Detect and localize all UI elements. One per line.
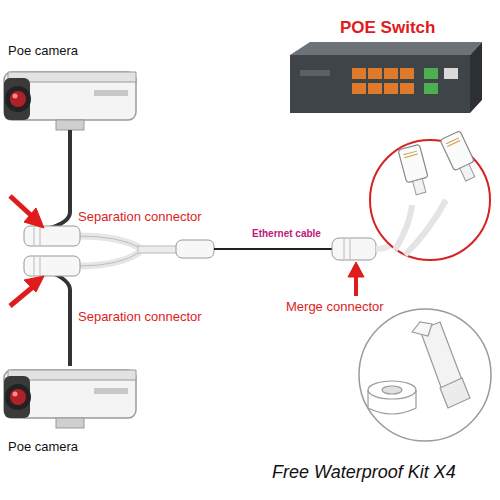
connector-rib	[350, 239, 351, 259]
poe-port	[352, 68, 366, 79]
arrow-shaft	[10, 286, 34, 306]
poe-port	[368, 68, 382, 79]
camera-cable	[68, 290, 72, 366]
switch-front	[290, 55, 470, 113]
device-label: Poe camera	[8, 44, 78, 59]
cable-label: Ethernet cable	[252, 228, 321, 240]
gland-fingers	[412, 322, 432, 336]
arrow-head	[348, 262, 364, 277]
switch-top	[290, 42, 482, 55]
splitter-end	[176, 240, 214, 258]
poe-port	[368, 83, 382, 94]
part-label: Separation connector	[78, 310, 202, 325]
poe-port	[352, 83, 366, 94]
device-label: Poe camera	[8, 440, 78, 455]
switch-ports	[300, 68, 458, 94]
splitter-cable	[138, 246, 180, 253]
seal-hole	[382, 386, 402, 394]
separation-connector	[24, 226, 80, 246]
device-label: POE Switch	[340, 18, 435, 38]
waterproof-kit	[368, 322, 470, 414]
splitter-outline	[78, 236, 140, 266]
rj45-plug-a	[398, 144, 432, 196]
poe-port	[384, 68, 398, 79]
pointer-arrows	[10, 196, 364, 306]
connector-rib	[344, 239, 345, 259]
uplink-port	[424, 68, 438, 79]
switch-logo	[300, 70, 330, 76]
connector-rib	[40, 257, 41, 275]
poe-port	[400, 68, 414, 79]
separation-connector	[24, 256, 80, 276]
splitter-cable	[78, 236, 140, 266]
switch-side	[470, 42, 482, 113]
ethernet-cable	[214, 248, 334, 250]
sfp-port	[444, 68, 458, 79]
arrow-head	[24, 208, 44, 228]
camera-cable	[68, 130, 72, 212]
kit-label: Free Waterproof Kit X4	[272, 462, 456, 483]
poe-port	[384, 83, 398, 94]
plug-cable	[395, 200, 446, 255]
seal-ring	[368, 381, 416, 399]
connector-rib	[40, 227, 41, 245]
merge-connector	[332, 238, 376, 260]
rj45-plug-b	[440, 131, 480, 184]
gland-nut	[440, 378, 470, 408]
part-label: Merge connector	[286, 300, 384, 315]
camera-top	[4, 72, 136, 130]
connector-rib	[34, 257, 35, 275]
connector-rib	[34, 227, 35, 245]
part-label: Separation connector	[78, 210, 202, 225]
arrow-head	[24, 276, 44, 292]
uplink-port	[424, 83, 438, 94]
poe-port	[400, 83, 414, 94]
camera-bottom	[4, 370, 136, 428]
kit-circle	[359, 309, 491, 441]
spacer	[48, 236, 49, 256]
seal-ring-side	[368, 390, 416, 414]
